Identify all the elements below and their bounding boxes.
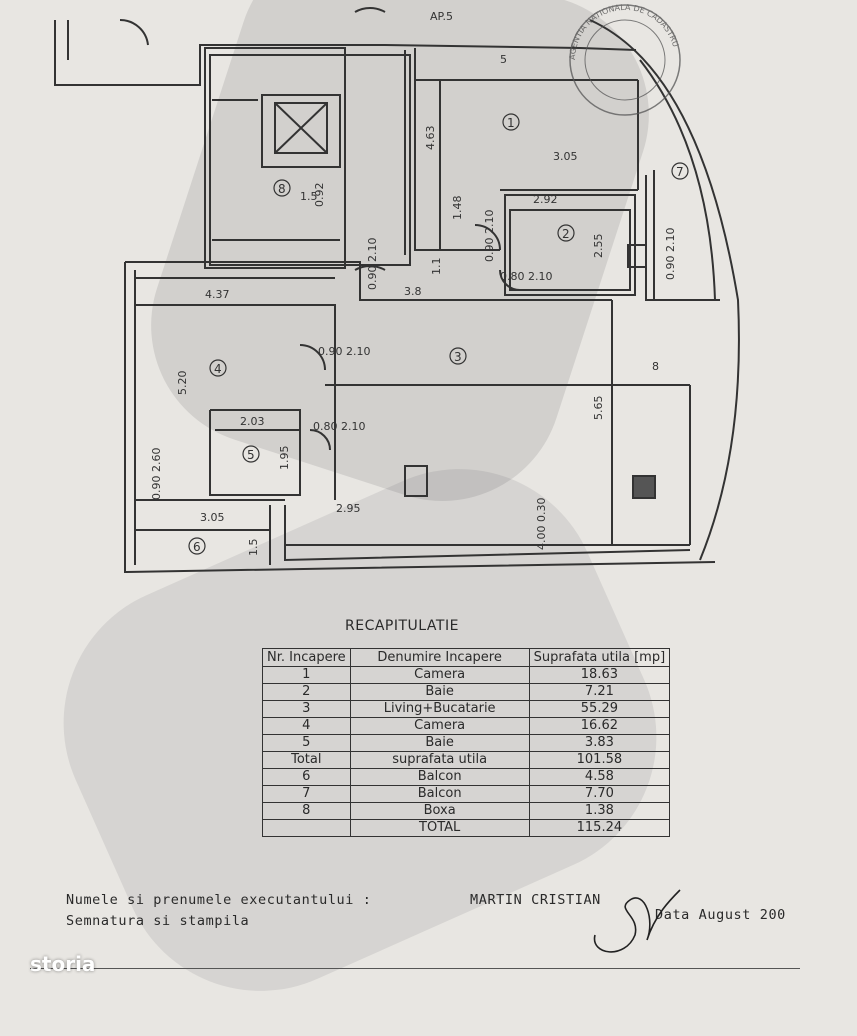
dim-label: 0.90 2.60: [150, 448, 163, 500]
footer-executant-label: Numele si prenumele executantului :: [66, 892, 372, 908]
plan-walls: [54, 7, 740, 574]
cell-name: Boxa: [349, 802, 530, 820]
cell-name: Baie: [349, 683, 530, 701]
room-1-label: 1: [507, 116, 515, 130]
room-8-label: 8: [278, 182, 286, 196]
room-6-label: 6: [193, 540, 201, 554]
cell-subtotal-value: 101.58: [528, 751, 671, 769]
dim-label: 2.95: [336, 502, 361, 515]
table-row: 8 Boxa 1.38: [262, 802, 671, 820]
plan-dimensions: AP.5 5 4.63 3.05 2.92 1.48 2.55 0.92 1.5…: [150, 10, 677, 556]
room-numbers: 1 2 3 4 5 6 7 8: [188, 113, 689, 555]
subtotal-row: Total suprafata utila 101.58: [262, 751, 671, 769]
recap-title: RECAPITULATIE: [345, 618, 459, 634]
room-3-label: 3: [454, 350, 462, 364]
dim-label: 1.5: [300, 190, 318, 203]
cell-area: 55.29: [528, 700, 671, 718]
cell-name: Camera: [349, 666, 530, 684]
cell-name: Balcon: [349, 785, 530, 803]
room-5-label: 5: [247, 448, 255, 462]
col-header-nr: Nr. Incapere: [262, 648, 351, 667]
room-4-label: 4: [214, 362, 222, 376]
cell-name: Balcon: [349, 768, 530, 786]
footer-executant-name: MARTIN CRISTIAN: [470, 892, 601, 908]
cell-area: 3.83: [528, 734, 671, 752]
table-row: 4 Camera 16.62: [262, 717, 671, 735]
cell-name: Camera: [349, 717, 530, 735]
dim-label: 8: [652, 360, 659, 373]
cell-nr: 4: [262, 717, 351, 735]
table-row: 7 Balcon 7.70: [262, 785, 671, 803]
plan-header: AP.5: [430, 10, 453, 23]
dim-label: 4.00 0.30: [535, 498, 548, 550]
cell-area: 7.21: [528, 683, 671, 701]
cell-area: 18.63: [528, 666, 671, 684]
col-header-name: Denumire Incapere: [349, 648, 530, 667]
dim-label: 1.48: [451, 196, 464, 221]
table-row: 3 Living+Bucatarie 55.29: [262, 700, 671, 718]
total-row: TOTAL 115.24: [262, 819, 671, 837]
dim-label: 3.8: [404, 285, 422, 298]
dim-label: 1.5: [247, 539, 260, 557]
cell-area: 7.70: [528, 785, 671, 803]
table-row: 2 Baie 7.21: [262, 683, 671, 701]
dim-label: 4.37: [205, 288, 230, 301]
stamp-text: AGENTIA NATIONALA DE CADASTRU: [568, 3, 680, 60]
dim-label: 2.55: [592, 234, 605, 259]
cell-subtotal-desc: suprafata utila: [349, 751, 530, 769]
cell-subtotal-label: Total: [262, 751, 351, 769]
dim-label: 0.92: [313, 183, 326, 208]
cell-nr: 8: [262, 802, 351, 820]
cadastral-stamp: AGENTIA NATIONALA DE CADASTRU: [568, 3, 681, 116]
dim-label: 1.1: [430, 258, 443, 276]
table-row: 6 Balcon 4.58: [262, 768, 671, 786]
col-header-area: Suprafata utila [mp]: [528, 648, 671, 667]
dim-label: 2.03: [240, 415, 265, 428]
dim-label: 3.05: [553, 150, 578, 163]
dim-label: 3.05: [200, 511, 225, 524]
dim-label: 1.95: [278, 446, 291, 471]
dim-label: 0.90 2.10: [664, 228, 677, 280]
svg-text:AGENTIA NATIONALA DE CADASTRU: AGENTIA NATIONALA DE CADASTRU: [568, 3, 680, 60]
cell-nr: 7: [262, 785, 351, 803]
dim-label: 0.80 2.10: [313, 420, 365, 433]
storia-logo: storia: [30, 952, 96, 976]
dim-label: 4.63: [424, 126, 437, 151]
dim-label: 0.80 2.10: [500, 270, 552, 283]
signature-scribble: [593, 889, 681, 953]
dim-label: 5: [500, 53, 507, 66]
cell-nr: 2: [262, 683, 351, 701]
cell-area: 4.58: [528, 768, 671, 786]
dim-label: 5.20: [176, 371, 189, 396]
dim-label: 2.92: [533, 193, 558, 206]
recap-table: Nr. Incapere Denumire Incapere Suprafata…: [262, 648, 671, 837]
cell-name: Baie: [349, 734, 530, 752]
footer-date: Data August 200: [655, 907, 786, 923]
room-2-label: 2: [562, 227, 570, 241]
cell-area: 16.62: [528, 717, 671, 735]
floor-plan: 1 2 3 4 5 6 7 8 AP.5 5 4.63 3.05 2.92 1.…: [54, 3, 740, 574]
cell-total-empty: [262, 819, 351, 837]
cell-nr: 6: [262, 768, 351, 786]
room-7-label: 7: [676, 165, 684, 179]
cell-nr: 5: [262, 734, 351, 752]
cell-total-value: 115.24: [528, 819, 671, 837]
dim-label: 0.90 2.10: [483, 210, 496, 262]
table-header-row: Nr. Incapere Denumire Incapere Suprafata…: [262, 648, 671, 667]
cell-total-label: TOTAL: [349, 819, 530, 837]
table-row: 1 Camera 18.63: [262, 666, 671, 684]
cell-nr: 3: [262, 700, 351, 718]
dim-label: 0.90 2.10: [318, 345, 370, 358]
dim-label: 5.65: [592, 396, 605, 421]
dim-label: 0.90 2.10: [366, 238, 379, 290]
cell-name: Living+Bucatarie: [349, 700, 530, 718]
table-row: 5 Baie 3.83: [262, 734, 671, 752]
cell-area: 1.38: [528, 802, 671, 820]
footer-signature-label: Semnatura si stampila: [66, 913, 250, 929]
footer-divider: [30, 968, 800, 969]
cell-nr: 1: [262, 666, 351, 684]
